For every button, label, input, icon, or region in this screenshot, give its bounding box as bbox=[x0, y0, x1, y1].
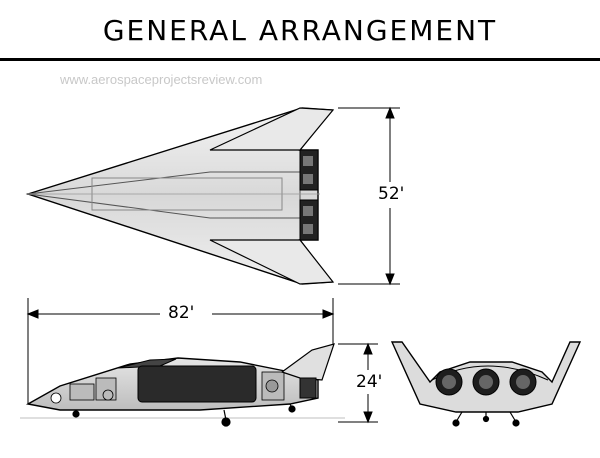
side-landing-gear bbox=[72, 403, 296, 427]
side-tail-fin bbox=[280, 343, 335, 381]
rear-landing-gear bbox=[452, 411, 520, 427]
rear-engine-nozzles bbox=[435, 368, 537, 396]
plan-view bbox=[25, 107, 335, 285]
title-rule bbox=[0, 58, 600, 61]
side-internal-equipment bbox=[50, 371, 285, 404]
plan-upper-fin bbox=[209, 107, 335, 151]
height-dimension-label: 24' bbox=[354, 372, 385, 392]
side-engine-nozzle bbox=[299, 377, 317, 399]
plan-engines bbox=[299, 149, 319, 241]
length-dimension bbox=[26, 298, 335, 404]
side-payload-tank bbox=[137, 365, 257, 403]
watermark-text: www.aerospaceprojectsreview.com bbox=[60, 72, 263, 87]
rear-view bbox=[390, 341, 582, 427]
span-dimension bbox=[338, 106, 400, 286]
drawing-title: GENERAL ARRANGEMENT bbox=[102, 14, 498, 47]
side-view bbox=[20, 343, 345, 427]
plan-lower-fin bbox=[209, 239, 335, 285]
plan-fuselage bbox=[27, 171, 301, 219]
span-dimension-label: 52' bbox=[376, 184, 407, 204]
length-dimension-label: 82' bbox=[166, 303, 197, 323]
height-dimension bbox=[338, 342, 378, 424]
